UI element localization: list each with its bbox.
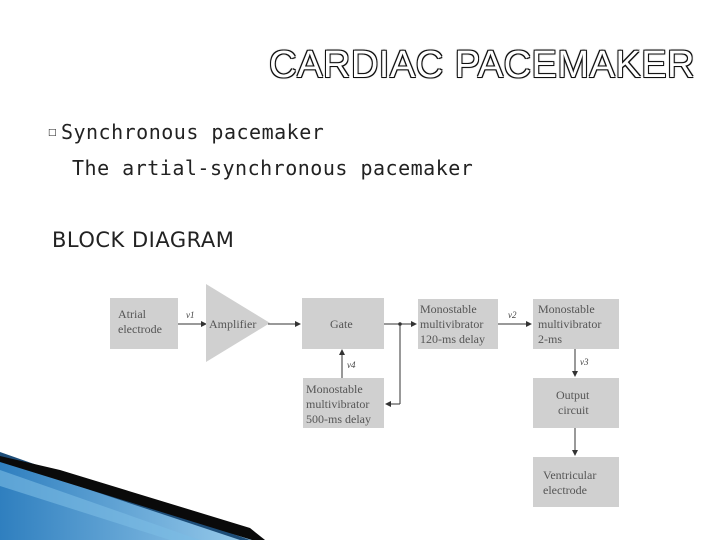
ventricular-electrode-block: [533, 457, 619, 507]
monostable-500ms-label-1: Monostable: [306, 382, 363, 396]
monostable-2ms-label-3: 2-ms: [538, 332, 562, 346]
signal-v4-label: v4: [347, 360, 356, 370]
monostable-2ms-label-1: Monostable: [538, 302, 595, 316]
ventricular-electrode-label-1: Ventricular: [543, 468, 596, 482]
signal-v2-label: v2: [508, 310, 517, 320]
monostable-2ms-label-2: multivibrator: [538, 317, 601, 331]
atrial-electrode-label-2: electrode: [118, 322, 162, 336]
amplifier-label: Amplifier: [209, 317, 256, 331]
atrial-electrode-label-1: Atrial: [118, 307, 147, 321]
monostable-120ms-label-2: multivibrator: [420, 317, 483, 331]
output-circuit-label-1: Output: [556, 388, 590, 402]
ventricular-electrode-label-2: electrode: [543, 483, 587, 497]
gate-label: Gate: [330, 317, 353, 331]
output-circuit-label-2: circuit: [558, 403, 589, 417]
signal-v3-label: v3: [580, 357, 589, 367]
monostable-500ms-label-3: 500-ms delay: [306, 412, 371, 426]
monostable-120ms-label-3: 120-ms delay: [420, 332, 485, 346]
monostable-120ms-label-1: Monostable: [420, 302, 477, 316]
monostable-500ms-label-2: multivibrator: [306, 397, 369, 411]
signal-v1-label: v1: [186, 310, 195, 320]
